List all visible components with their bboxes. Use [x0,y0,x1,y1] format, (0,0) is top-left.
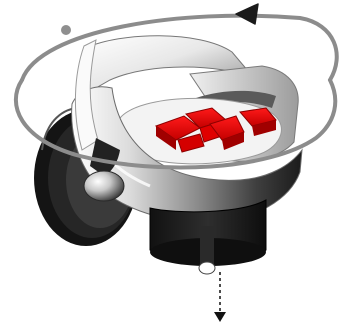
arrow-head-icon [235,3,259,25]
dot-marker-icon [61,25,71,35]
mounting-stem [149,199,267,275]
rotation-ring-front [13,78,338,170]
red-cam-blocks [154,107,277,153]
axle-ball [83,170,125,202]
dashed-down-arrow-icon [214,272,226,322]
swivel-housing [71,35,303,223]
